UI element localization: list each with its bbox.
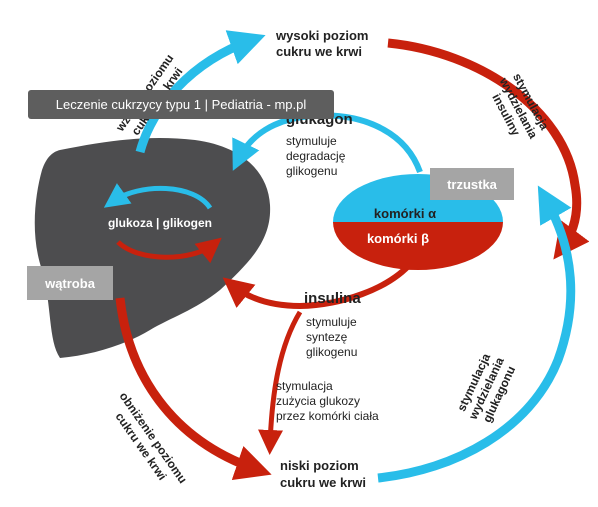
liver-cycle-blue-arrow <box>103 183 213 210</box>
beta-cells-label: komórki β <box>367 231 429 246</box>
low-sugar-line2: cukru we krwi <box>280 475 366 490</box>
liver-shape <box>34 138 271 358</box>
glucose-use-line2: zużycia glukozy <box>276 394 360 408</box>
alpha-cells-label: komórki α <box>374 206 436 221</box>
liver-inner-label: glukoza | glikogen <box>108 216 212 230</box>
high-sugar-line2: cukru we krwi <box>276 44 362 59</box>
liver-cycle-red-arrow <box>116 237 222 264</box>
glucagon-secretion-label: stymulacja wydzielania glukagonu <box>454 351 518 425</box>
drop-label: obniżenie poziomu cukru we krwi <box>112 389 189 485</box>
insulin-label: insulina <box>304 290 361 307</box>
glucose-use-line1: stymulacja <box>276 379 333 393</box>
arrow-insulin-secretion <box>387 38 590 260</box>
insulin-effect-line3: glikogenu <box>306 345 357 359</box>
glucagon-effect-line1: stymuluje <box>286 134 337 148</box>
arrow-glucagon-secretion <box>377 185 576 483</box>
liver-label-box <box>27 266 113 300</box>
insulin-effect-line2: syntezę <box>306 330 348 344</box>
arrow-glucose-use <box>258 310 303 455</box>
image-title-tooltip[interactable]: Leczenie cukrzycy typu 1 | Pediatria - m… <box>28 90 334 119</box>
glucagon-effect-line3: glikogenu <box>286 164 337 178</box>
pancreas-label: trzustka <box>447 177 498 192</box>
liver-label: wątroba <box>44 276 96 291</box>
pancreas-label-box <box>430 168 514 200</box>
high-sugar-line1: wysoki poziom <box>275 28 368 43</box>
glucagon-effect-line2: degradację <box>286 149 346 163</box>
insulin-effect-line1: stymuluje <box>306 315 357 329</box>
arrow-insulin <box>222 260 415 310</box>
low-sugar-line1: niski poziom <box>280 458 359 473</box>
arrow-rise <box>135 30 266 154</box>
arrow-drop <box>115 297 272 481</box>
glucose-use-line3: przez komórki ciała <box>276 409 379 423</box>
